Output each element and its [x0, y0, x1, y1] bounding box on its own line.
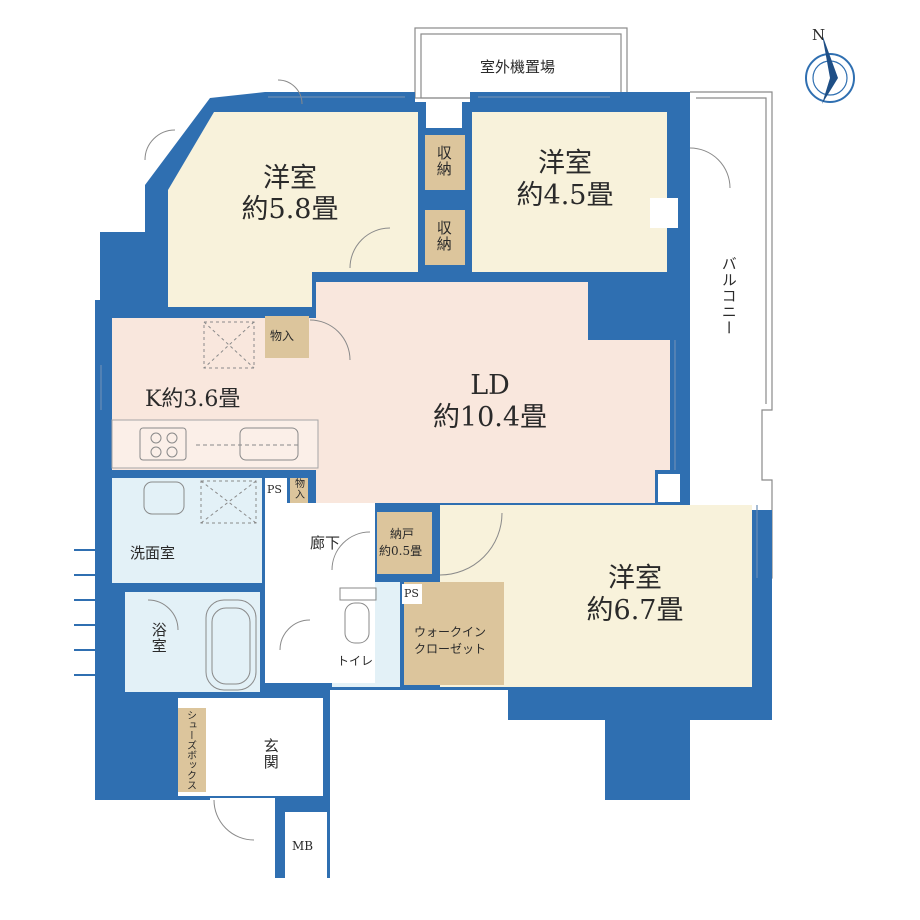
pillar-1	[426, 102, 462, 128]
washroom-label: 洗面室	[130, 544, 176, 562]
ld-size: 約10.4畳	[432, 402, 548, 433]
room-western-2	[472, 112, 667, 272]
storage-2-label: 物入	[292, 478, 304, 500]
windows	[100, 96, 758, 578]
wic-line1: ウォークイン	[414, 625, 487, 639]
western-1-name: 洋室	[263, 163, 317, 194]
exterior-fins	[74, 549, 95, 676]
compass-n-label: N	[812, 26, 826, 44]
storage-1-label: 物入	[270, 329, 295, 343]
wic-line2: クローゼット	[414, 642, 487, 656]
fixtures	[139, 79, 731, 841]
room-fills	[111, 102, 752, 878]
room-bath	[125, 592, 260, 692]
bath-label: 浴室	[149, 622, 168, 654]
ps-box-2	[402, 584, 422, 604]
compass-icon	[805, 34, 855, 104]
ps-2-label: PS	[404, 587, 419, 600]
shoe-box-label: シューズボックス	[184, 710, 196, 790]
pantry-name: 納戸	[390, 527, 415, 541]
pantry	[377, 512, 432, 574]
ld-name: LD	[470, 370, 510, 401]
closet-b-label: 収納	[434, 220, 453, 252]
toilet-label: トイレ	[337, 654, 374, 668]
pillar-3	[658, 474, 680, 502]
entrance-label: 玄関	[261, 738, 280, 770]
closet-a-label: 収納	[434, 145, 453, 177]
room-western-1	[168, 112, 418, 307]
western-1-size: 約5.8畳	[241, 194, 339, 225]
kitchen-counter	[111, 419, 319, 469]
western-3-size: 約6.7畳	[586, 595, 684, 626]
closet-b	[425, 210, 465, 265]
mb-label: MB	[292, 839, 314, 853]
pantry-size: 約0.5畳	[379, 544, 423, 558]
room-ld	[316, 282, 670, 503]
shoe-box	[178, 708, 206, 792]
storage-2	[290, 478, 308, 503]
storage-1	[265, 316, 309, 358]
pillar-2	[650, 198, 678, 228]
western-2-size: 約4.5畳	[516, 180, 614, 211]
room-washroom	[112, 478, 262, 583]
balcony-label: バルコニー	[719, 256, 738, 336]
closet-a	[425, 135, 465, 190]
western-3-name: 洋室	[608, 563, 662, 594]
corridor-label: 廊下	[310, 534, 341, 552]
kitchen-label: K約3.6畳	[145, 387, 241, 412]
room-corridor	[265, 503, 375, 683]
outdoor-unit-label: 室外機置場	[480, 58, 556, 76]
western-2-name: 洋室	[538, 148, 592, 179]
mb-area	[285, 812, 327, 878]
ps-box-1	[265, 478, 287, 503]
ps-1-label: PS	[267, 483, 282, 496]
